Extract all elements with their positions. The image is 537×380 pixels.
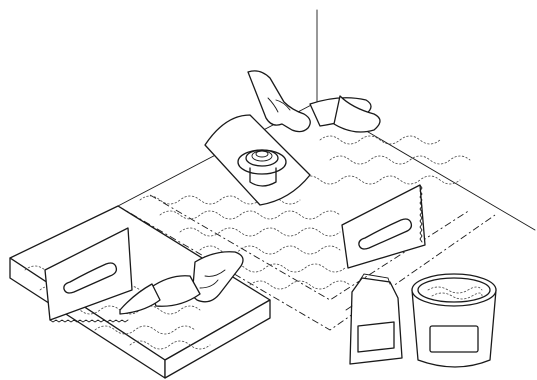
sealant-bucket-icon xyxy=(412,274,496,367)
hand-top-with-spatula-icon xyxy=(248,71,380,132)
notched-trowel-right-icon xyxy=(342,185,425,268)
powder-bag-icon xyxy=(346,274,402,364)
